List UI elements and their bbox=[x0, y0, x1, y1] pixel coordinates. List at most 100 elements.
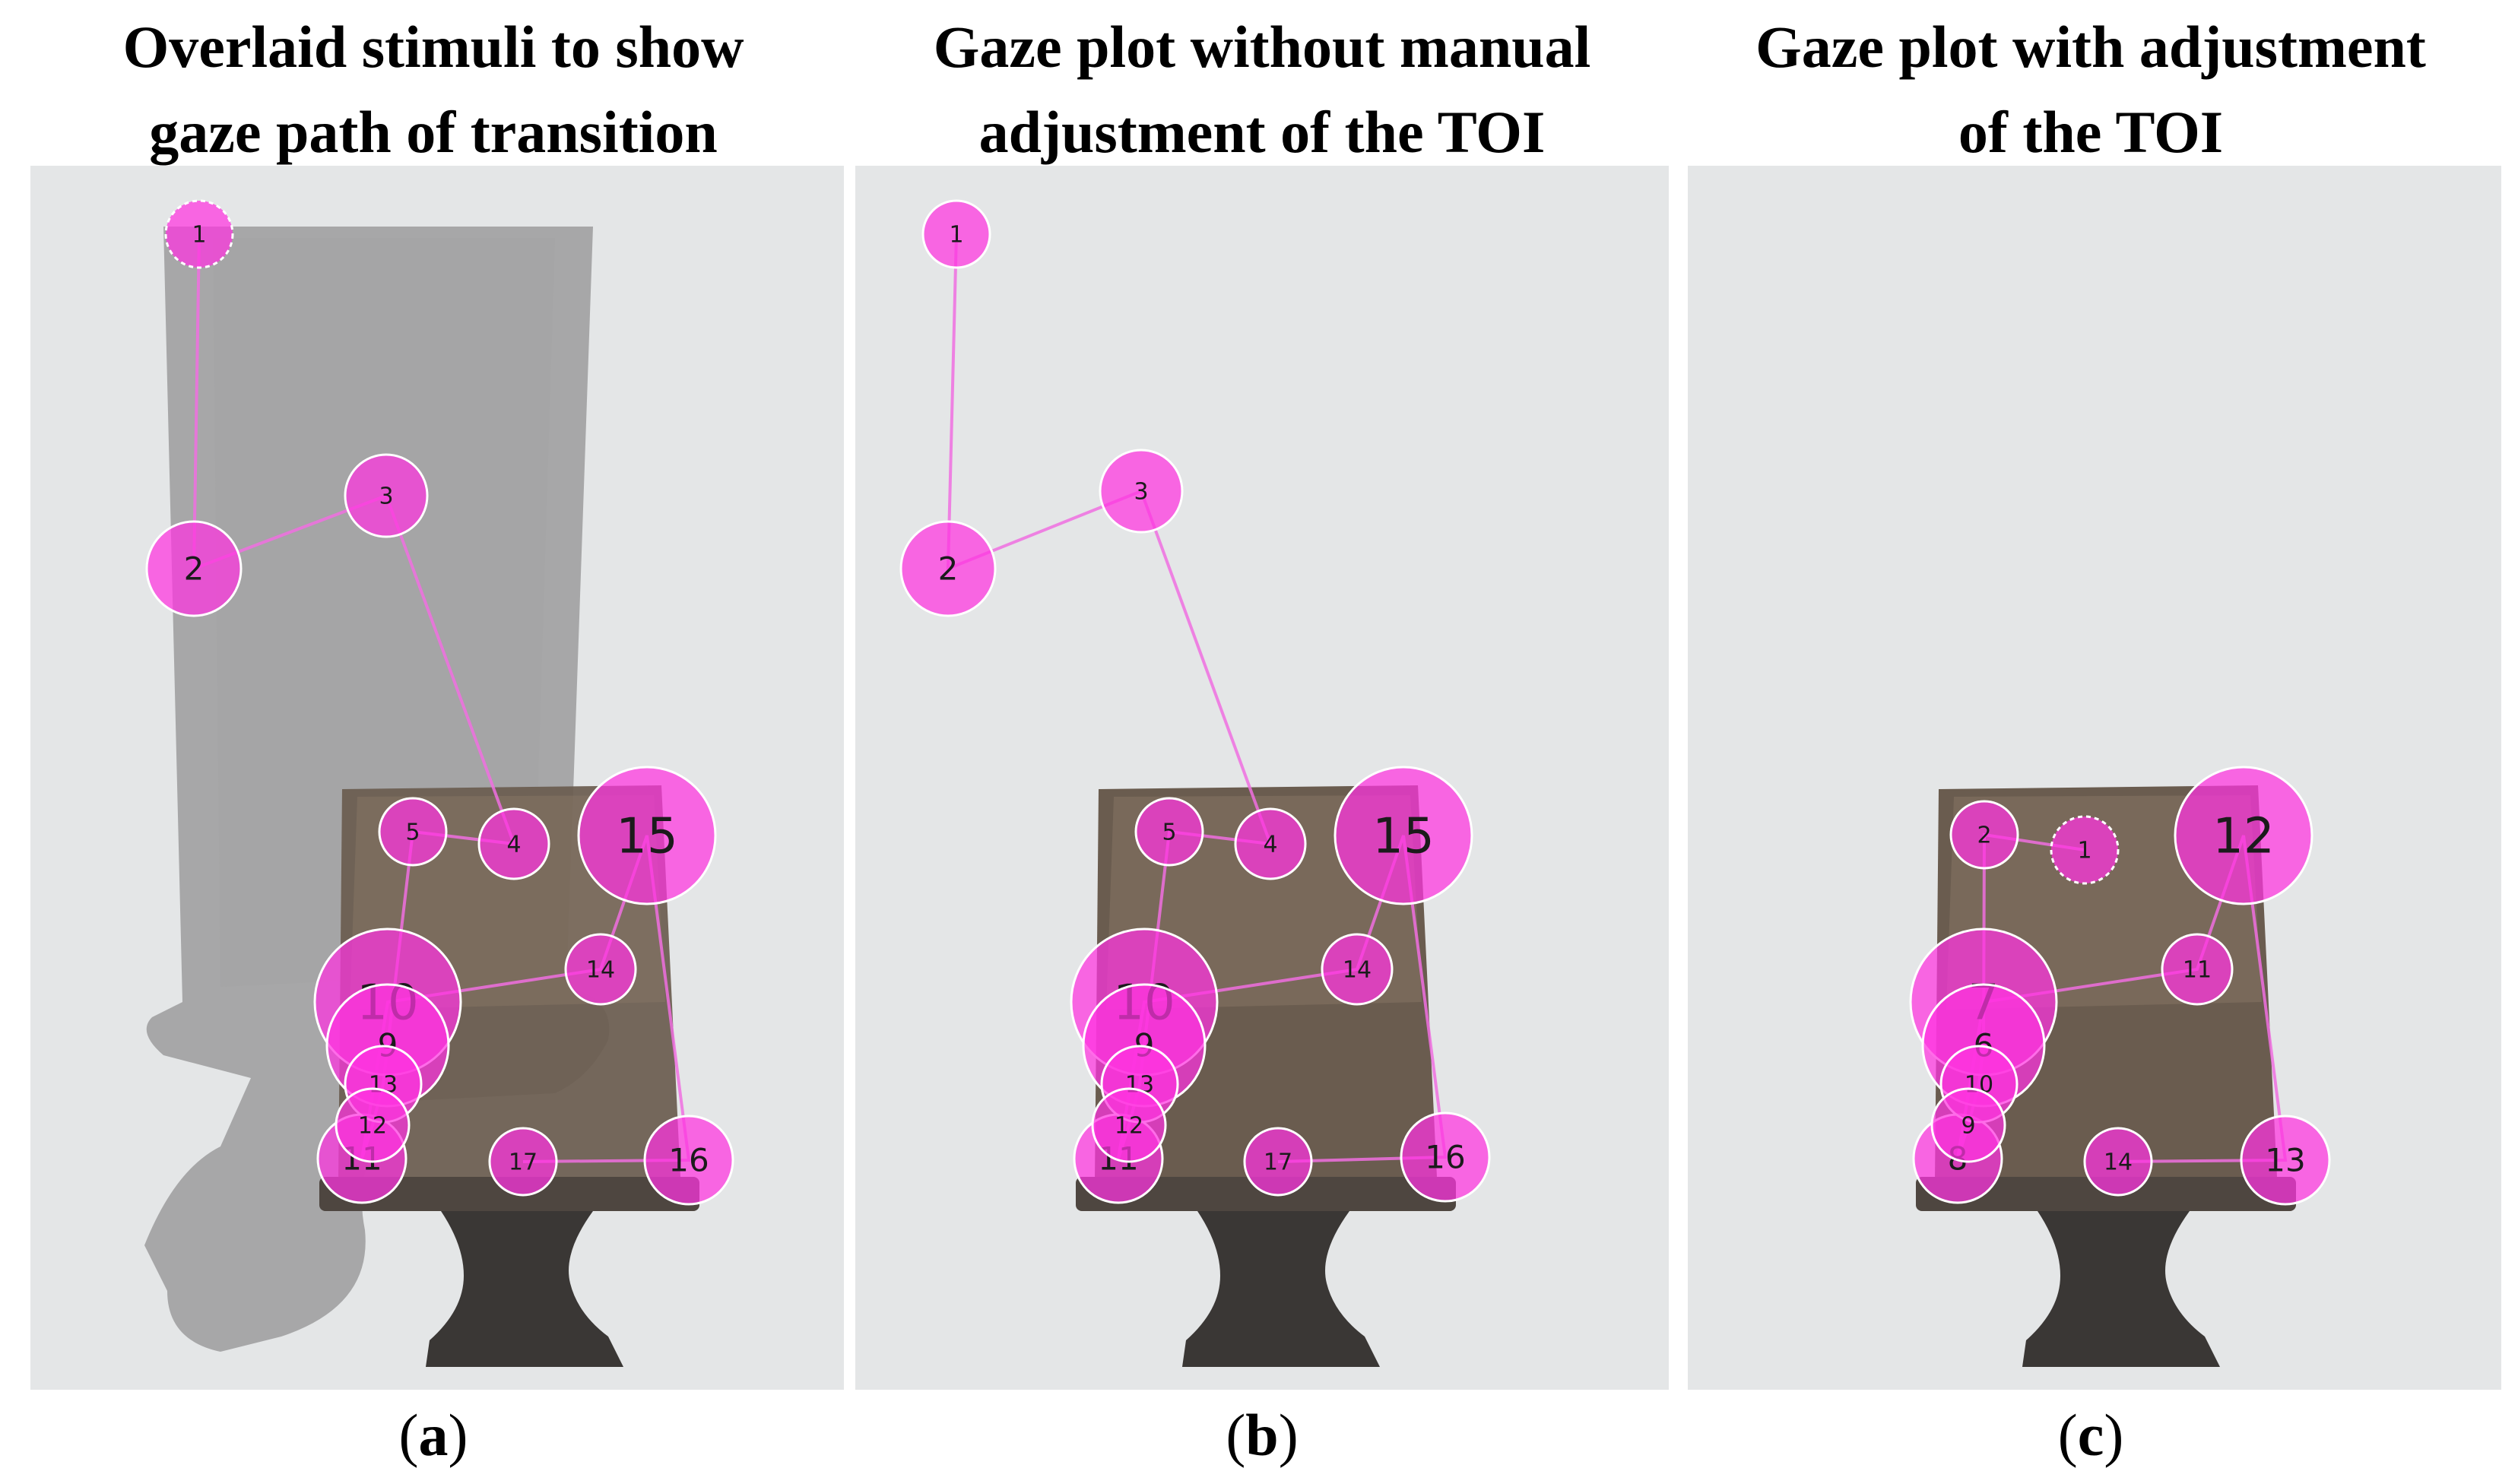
fixation-label: 3 bbox=[1134, 479, 1148, 506]
fixation-circle bbox=[1234, 807, 1307, 880]
blade-root bbox=[2022, 1211, 2220, 1367]
fixation-2: 2 bbox=[1949, 800, 2019, 870]
fixation-circle bbox=[643, 1115, 734, 1206]
fixation-circle bbox=[164, 199, 234, 269]
panel-b-title-line1: Gaze plot without manual bbox=[933, 14, 1591, 80]
fixation-circle bbox=[1134, 797, 1204, 867]
caption-b-open: ( bbox=[1226, 1402, 1246, 1468]
panel-b-image: 1015921116313124141517 bbox=[855, 166, 1669, 1390]
panel-c-title: Gaze plot with adjustment of the TOI bbox=[1680, 5, 2501, 175]
fixation-label: 15 bbox=[1372, 808, 1434, 864]
caption-a-close: ) bbox=[448, 1402, 468, 1468]
fixation-circle bbox=[145, 520, 243, 617]
fixation-circle bbox=[2174, 766, 2313, 905]
fixation-circle bbox=[1091, 1087, 1167, 1163]
fixation-circle bbox=[378, 797, 448, 867]
fixation-15: 15 bbox=[1334, 766, 1473, 905]
fixation-label: 5 bbox=[405, 820, 420, 846]
fixation-label: 1 bbox=[949, 222, 963, 249]
caption-c-open: ( bbox=[2057, 1402, 2078, 1468]
fixation-2: 2 bbox=[899, 520, 997, 617]
fixation-17: 17 bbox=[488, 1127, 558, 1197]
fixation-14: 14 bbox=[2083, 1127, 2153, 1197]
panel-c-caption: (c) bbox=[1680, 1397, 2501, 1473]
fixation-circle bbox=[1099, 449, 1184, 534]
panel-b-gaze-plot: 1015921116313124141517 bbox=[855, 166, 1669, 1390]
fixation-circle bbox=[488, 1127, 558, 1197]
fixation-label: 12 bbox=[358, 1113, 387, 1140]
fixation-11: 11 bbox=[2161, 933, 2234, 1006]
fixation-circle bbox=[577, 766, 717, 905]
fixation-12: 12 bbox=[2174, 766, 2313, 905]
fixation-label: 13 bbox=[2265, 1142, 2305, 1179]
fixation-4: 4 bbox=[477, 807, 550, 880]
fixation-4: 4 bbox=[1234, 807, 1307, 880]
panel-a-image: 1015921116313124141517 bbox=[30, 166, 844, 1390]
fixation-circle bbox=[564, 933, 637, 1006]
fixation-label: 11 bbox=[2183, 957, 2212, 984]
fixation-label: 14 bbox=[586, 957, 615, 984]
fixation-label: 16 bbox=[668, 1142, 709, 1179]
fixation-label: 16 bbox=[1425, 1139, 1465, 1176]
turbine-blade-photo bbox=[144, 227, 699, 1367]
fixation-label: 4 bbox=[506, 832, 521, 858]
fixation-5: 5 bbox=[378, 797, 448, 867]
fixation-label: 1 bbox=[2077, 838, 2091, 864]
panel-b-caption: (b) bbox=[851, 1397, 1673, 1473]
panel-c-gaze-plot: 7126813109111214 bbox=[1688, 166, 2501, 1390]
fixation-label: 12 bbox=[2212, 808, 2274, 864]
fixation-14: 14 bbox=[1321, 933, 1394, 1006]
fixation-3: 3 bbox=[344, 453, 429, 538]
fixation-3: 3 bbox=[1099, 449, 1184, 534]
fixation-circle bbox=[477, 807, 550, 880]
fixation-label: 17 bbox=[509, 1149, 538, 1176]
fixation-circle bbox=[1400, 1111, 1491, 1203]
fixation-label: 9 bbox=[1961, 1113, 1975, 1140]
panel-a-title-line1: Overlaid stimuli to show bbox=[122, 14, 744, 80]
fixation-12: 12 bbox=[335, 1087, 411, 1163]
fixation-12: 12 bbox=[1091, 1087, 1167, 1163]
fixation-16: 16 bbox=[643, 1115, 734, 1206]
panel-c-title-line1: Gaze plot with adjustment bbox=[1755, 14, 2426, 80]
panel-a-title: Overlaid stimuli to show gaze path of tr… bbox=[23, 5, 844, 175]
fixation-label: 2 bbox=[938, 550, 959, 588]
fixation-label: 15 bbox=[616, 808, 677, 864]
fixation-label: 14 bbox=[2104, 1149, 2133, 1176]
fixation-circle bbox=[921, 199, 991, 269]
fixation-circle bbox=[1321, 933, 1394, 1006]
panel-a-title-line2: gaze path of transition bbox=[149, 99, 718, 165]
fixation-label: 5 bbox=[1162, 820, 1176, 846]
panel-a-caption: (a) bbox=[23, 1397, 844, 1473]
fixation-17: 17 bbox=[1243, 1127, 1313, 1197]
caption-c-close: ) bbox=[2104, 1402, 2124, 1468]
panel-c-image: 7126813109111214 bbox=[1688, 166, 2501, 1390]
fixation-circle bbox=[344, 453, 429, 538]
panel-a-gaze-plot: 1015921116313124141517 bbox=[30, 166, 844, 1390]
fixation-1: 1 bbox=[2050, 815, 2120, 885]
fixation-16: 16 bbox=[1400, 1111, 1491, 1203]
fixation-circle bbox=[1949, 800, 2019, 870]
fixation-label: 17 bbox=[1264, 1149, 1292, 1176]
fixation-circle bbox=[2161, 933, 2234, 1006]
fixation-label: 14 bbox=[1343, 957, 1372, 984]
caption-a-open: ( bbox=[398, 1402, 419, 1468]
fixation-15: 15 bbox=[577, 766, 717, 905]
panel-b-title: Gaze plot without manual adjustment of t… bbox=[851, 5, 1673, 175]
fixation-1: 1 bbox=[164, 199, 234, 269]
panel-c-title-line2: of the TOI bbox=[1958, 99, 2224, 165]
fixation-label: 4 bbox=[1263, 832, 1277, 858]
blade-root bbox=[426, 1211, 623, 1367]
fixation-circle bbox=[2240, 1115, 2331, 1206]
panel-b-title-line2: adjustment of the TOI bbox=[978, 99, 1546, 165]
fixation-label: 2 bbox=[1977, 823, 1991, 849]
fixation-circle bbox=[335, 1087, 411, 1163]
fixation-2: 2 bbox=[145, 520, 243, 617]
blade-platform bbox=[319, 1177, 699, 1211]
blade-root bbox=[1182, 1211, 1380, 1367]
caption-b-close: ) bbox=[1278, 1402, 1299, 1468]
fixation-circle bbox=[899, 520, 997, 617]
fixation-9: 9 bbox=[1930, 1087, 2006, 1163]
fixation-circle bbox=[2050, 815, 2120, 885]
fixation-5: 5 bbox=[1134, 797, 1204, 867]
fixation-label: 3 bbox=[379, 484, 393, 510]
